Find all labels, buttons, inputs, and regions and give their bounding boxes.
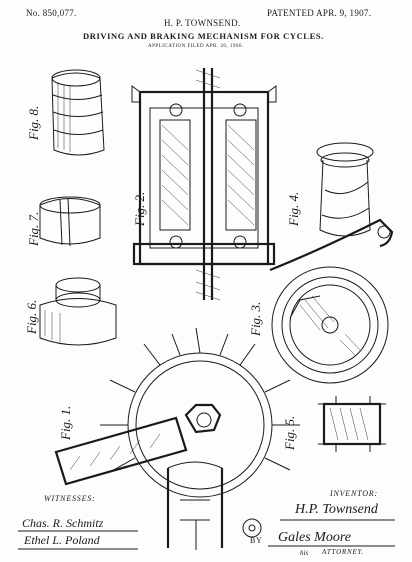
witness-1-signature: Chas. R. Schmitz bbox=[22, 516, 104, 530]
by-label: BY bbox=[250, 536, 263, 545]
fig8-sleeve-drawing bbox=[51, 69, 105, 156]
fig1-sprocket-drawing bbox=[54, 327, 300, 550]
fig1-label: Fig. 1. bbox=[58, 405, 73, 440]
fig7-label: Fig. 7. bbox=[26, 211, 41, 246]
application-line: APPLICATION FILED APR. 26, 1906. bbox=[148, 44, 244, 49]
inventor-name-header: H. P. TOWNSEND. bbox=[164, 18, 241, 28]
fig3-label: Fig. 3. bbox=[248, 301, 263, 336]
fig4-label: Fig. 4. bbox=[286, 191, 301, 226]
fig6-collar-drawing bbox=[39, 277, 117, 346]
patent-title: DRIVING AND BRAKING MECHANISM FOR CYCLES… bbox=[83, 31, 324, 41]
inventor-signature: H.P. Townsend bbox=[295, 502, 378, 517]
fig2-label: Fig. 2. bbox=[132, 191, 147, 226]
witness-2-signature: Ethel L. Poland bbox=[24, 533, 100, 547]
witnesses-label: WITNESSES: bbox=[44, 494, 96, 503]
fig4-cylinder-drawing bbox=[316, 142, 374, 237]
attorney-signature: Gales Moore bbox=[278, 530, 351, 545]
fig7-ring-drawing bbox=[39, 196, 101, 247]
fig3-brake-drawing bbox=[269, 218, 394, 384]
attorney-label: ATTORNEY. bbox=[322, 548, 365, 556]
patent-number: No. 850,077. bbox=[26, 8, 77, 18]
inventor-label: INVENTOR: bbox=[330, 489, 378, 498]
his-label: his bbox=[300, 549, 309, 557]
fig5-thread-drawing bbox=[318, 396, 386, 452]
fig5-label: Fig. 5. bbox=[282, 415, 297, 450]
fig8-label: Fig. 8. bbox=[26, 105, 41, 140]
patent-date: PATENTED APR. 9, 1907. bbox=[267, 8, 372, 18]
fig2-hub-drawing bbox=[131, 68, 277, 301]
fig6-label: Fig. 6. bbox=[24, 299, 39, 334]
